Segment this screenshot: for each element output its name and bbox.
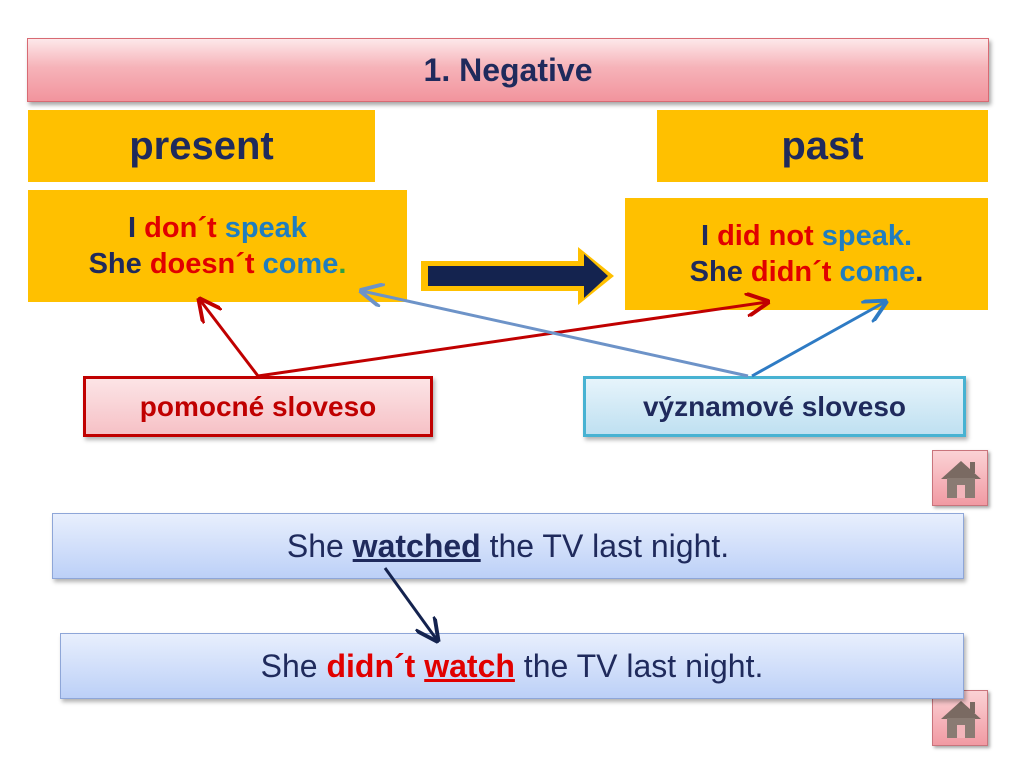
past-examples-box: I did not speak. She didn´t come. xyxy=(625,198,988,310)
past-line-1-verb: speak. xyxy=(821,220,913,252)
slide-title: 1. Negative xyxy=(27,38,989,102)
past-line-1: I did not speak. xyxy=(701,218,912,254)
past-header-label: past xyxy=(781,123,864,168)
present-line-2-subject: She xyxy=(88,248,142,280)
present-line-1-subject: I xyxy=(128,212,137,244)
example1-verb: watched xyxy=(352,527,481,564)
main-verb-label: významové sloveso xyxy=(583,376,966,437)
auxiliary-verb-label: pomocné sloveso xyxy=(83,376,433,437)
present-line-1-auxiliary: don´t xyxy=(144,212,217,244)
negative-example: She didn´t watch the TV last night. xyxy=(60,633,964,699)
auxiliary-to-present-arrow xyxy=(200,300,260,377)
home-icon xyxy=(941,701,981,738)
present-examples-box: I don´t speak She doesn´t come. xyxy=(28,190,407,302)
home-button[interactable] xyxy=(932,450,988,506)
past-line-2-auxiliary: didn´t xyxy=(750,256,832,288)
past-line-2-verb: come xyxy=(839,256,916,288)
present-line-2-verb: come xyxy=(262,248,339,280)
present-header: present xyxy=(28,110,375,182)
example2-subject: She xyxy=(260,647,318,684)
past-line-2: She didn´t come. xyxy=(690,254,924,290)
past-line-2-subject: She xyxy=(689,256,743,288)
present-line-1: I don´t speak xyxy=(128,210,307,246)
past-header: past xyxy=(657,110,988,182)
present-line-2-auxiliary: doesn´t xyxy=(149,248,255,280)
present-line-1-verb: speak xyxy=(224,212,307,244)
auxiliary-to-past-arrow xyxy=(257,302,767,378)
example2-rest: the TV last night. xyxy=(523,647,764,684)
past-line-2-period: . xyxy=(915,256,924,288)
home-button-bottom[interactable] xyxy=(932,690,988,746)
present-header-label: present xyxy=(129,123,274,168)
main-verb-label-text: významové sloveso xyxy=(642,390,907,422)
auxiliary-verb-label-text: pomocné sloveso xyxy=(139,390,377,422)
right-arrow-icon xyxy=(418,243,618,309)
present-line-2: She doesn´t come. xyxy=(89,246,347,282)
example2-auxiliary: didn´t xyxy=(326,647,416,684)
affirmative-example: She watched the TV last night. xyxy=(52,513,964,579)
home-icon xyxy=(941,461,981,498)
example1-rest: the TV last night. xyxy=(489,527,730,564)
past-line-1-subject: I xyxy=(700,220,709,252)
main-verb-to-past-arrow xyxy=(751,302,885,378)
example2-verb: watch xyxy=(424,647,515,684)
past-line-1-auxiliary: did not xyxy=(717,220,814,252)
example1-subject: She xyxy=(286,527,344,564)
present-line-2-period: . xyxy=(338,248,347,280)
